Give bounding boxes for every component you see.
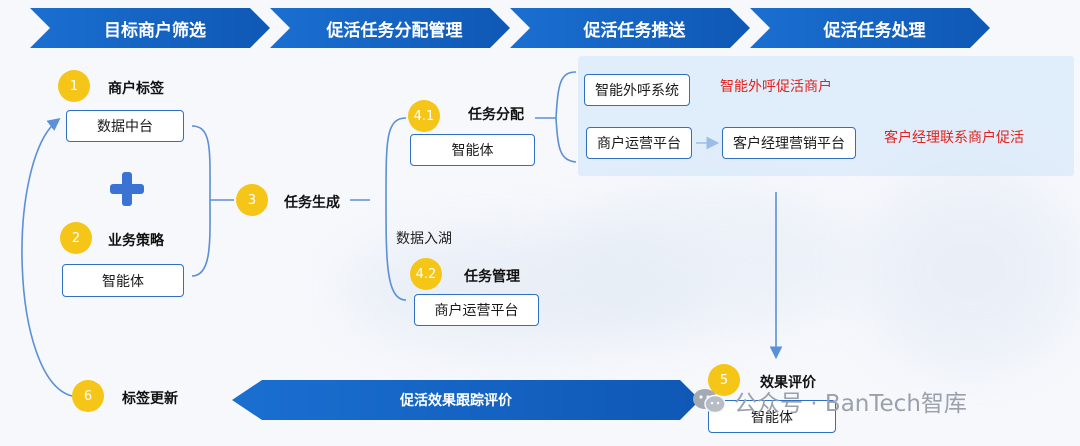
watermark: 公众号 · BanTech智库 (692, 384, 967, 418)
feedback-arrow (232, 380, 700, 420)
stage-task-allocation: 促活任务分配管理 (326, 20, 463, 41)
badge-step-2: 2 (60, 222, 92, 254)
badge-step-4-1: 4.1 (408, 100, 440, 132)
label-task-management: 任务管理 (464, 269, 520, 285)
stage-task-handling: 促活任务处理 (823, 20, 926, 41)
stage-chevron-3 (510, 8, 750, 48)
stage-chevron-2 (270, 8, 510, 48)
badge-step-3: 3 (236, 184, 268, 216)
watermark-text: 公众号 · BanTech智库 (734, 391, 967, 417)
node-merchant-ops-platform-mgmt: 商户运营平台 (414, 294, 539, 326)
node-merchant-ops-platform: 商户运营平台 (586, 127, 692, 159)
text-account-manager-result: 客户经理联系商户促活 (884, 130, 1024, 146)
label-effect-evaluation: 效果评价 (760, 375, 816, 391)
label-data-lake: 数据入湖 (396, 231, 452, 247)
badge-step-1: 1 (58, 70, 90, 102)
node-account-manager-platform: 客户经理营销平台 (722, 127, 856, 159)
node-outbound-call-system: 智能外呼系统 (584, 74, 690, 106)
node-agent-strategy: 智能体 (62, 264, 184, 297)
stage-chevron-4 (750, 8, 990, 48)
text-outbound-call-result: 智能外呼促活商户 (720, 79, 832, 95)
label-merchant-tags: 商户标签 (108, 81, 164, 97)
stage-chevron-1 (30, 8, 270, 48)
loop-arrow (21, 118, 73, 397)
plus-icon (110, 172, 144, 206)
badge-step-5: 5 (708, 364, 740, 396)
badge-step-4-2: 4.2 (410, 258, 442, 290)
label-tag-update: 标签更新 (122, 391, 178, 407)
label-task-assignment: 任务分配 (468, 107, 524, 123)
label-task-generation: 任务生成 (284, 195, 340, 211)
node-agent-assignment: 智能体 (410, 134, 535, 166)
stage-task-push: 促活任务推送 (583, 20, 686, 41)
node-agent-evaluation: 智能体 (708, 400, 836, 433)
label-business-strategy: 业务策略 (108, 233, 164, 249)
stage-target-selection: 目标商户筛选 (104, 20, 206, 41)
badge-step-6: 6 (72, 380, 104, 412)
node-data-platform: 数据中台 (66, 110, 184, 142)
feedback-banner-text: 促活效果跟踪评价 (400, 393, 512, 409)
wechat-icon (692, 388, 726, 414)
